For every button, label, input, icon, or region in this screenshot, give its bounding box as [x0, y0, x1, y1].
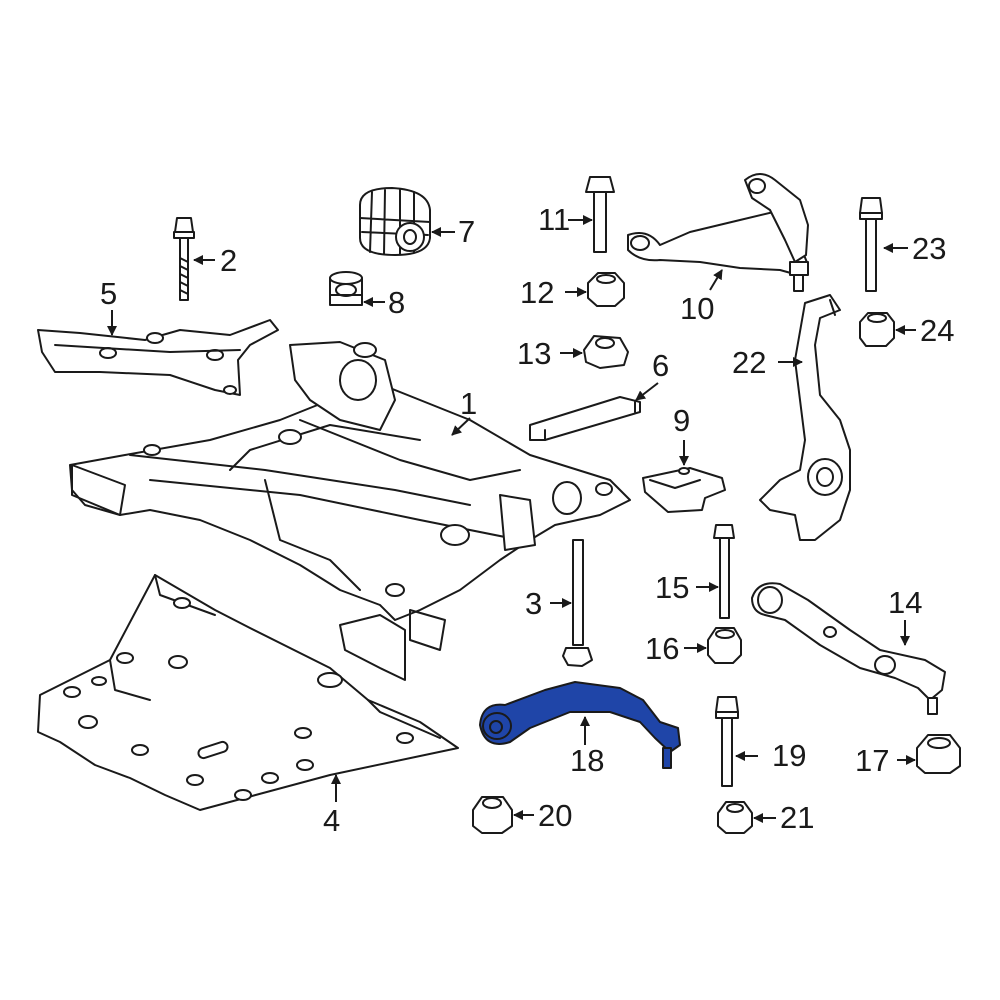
callout-21: 21 [780, 800, 815, 835]
callout-14: 14 [888, 585, 923, 620]
callout-23: 23 [912, 231, 947, 266]
callout-19: 19 [772, 738, 807, 773]
control-arm-18-highlighted [479, 681, 681, 769]
callout-1: 1 [460, 386, 478, 421]
bolt-11-part [585, 176, 615, 253]
callout-17: 17 [855, 743, 890, 778]
callout-2: 2 [220, 243, 238, 278]
callout-5: 5 [100, 276, 118, 311]
nut-17-part [916, 734, 961, 774]
nut-20-part [472, 796, 513, 834]
knuckle-22-part [759, 294, 851, 541]
nut-13-part [583, 335, 629, 369]
leader-lines [107, 215, 916, 823]
bolt-19-part [715, 696, 739, 787]
callout-9: 9 [673, 403, 691, 438]
nut-12-part [587, 272, 625, 307]
bolt-2-part [173, 217, 195, 301]
callout-15: 15 [655, 570, 690, 605]
callout-16: 16 [645, 631, 680, 666]
brace-part [37, 319, 279, 396]
callout-10: 10 [680, 291, 715, 326]
callout-6: 6 [652, 348, 670, 383]
upper-arm-10-part [627, 173, 809, 292]
bolt-15-part [713, 524, 735, 619]
subframe-part [69, 341, 631, 681]
callout-18: 18 [570, 743, 605, 778]
nut-24-part [859, 312, 895, 347]
callout-22: 22 [732, 345, 767, 380]
nut-16-part [707, 627, 742, 664]
bolt-3-part [562, 539, 593, 667]
callout-24: 24 [920, 313, 955, 348]
callout-11: 11 [538, 202, 571, 237]
callout-13: 13 [517, 336, 552, 371]
mount-9-part [642, 467, 726, 513]
callout-4: 4 [323, 803, 341, 838]
callout-12: 12 [520, 275, 555, 310]
lower-arm-14-part [751, 582, 946, 715]
skid-plate-part [37, 574, 459, 811]
bushing-7-part [359, 187, 431, 256]
bushing-8-part [329, 271, 363, 306]
nut-21-part [717, 801, 753, 834]
callout-20: 20 [538, 798, 573, 833]
bolt-23-part [859, 197, 883, 292]
callout-3: 3 [525, 586, 543, 621]
bracket-6-part [529, 396, 641, 441]
callout-7: 7 [458, 214, 476, 249]
callout-8: 8 [388, 285, 406, 320]
